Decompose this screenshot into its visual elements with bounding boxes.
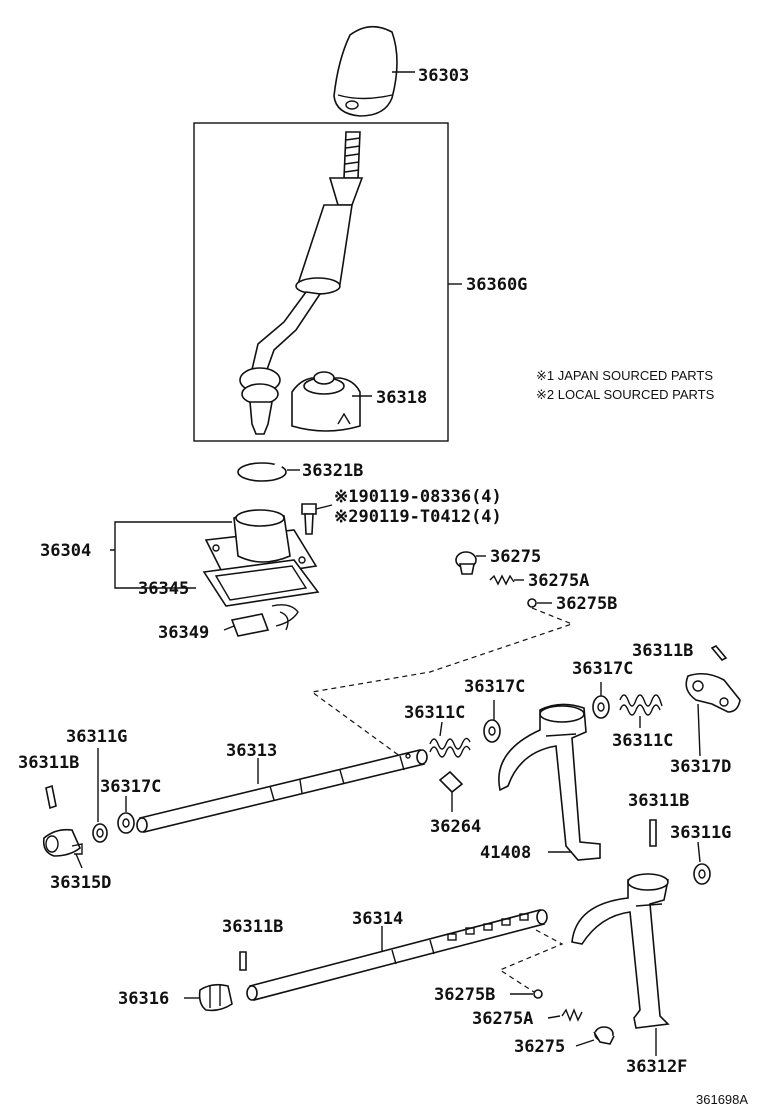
leader-36275-bottom (575, 1039, 595, 1047)
retainer-gasket[interactable] (202, 559, 320, 607)
detent-spring-bottom[interactable] (561, 1008, 583, 1022)
leader-36311C-mid (439, 721, 443, 737)
shift-shaft-36313[interactable] (136, 749, 428, 833)
slotted-pin-right[interactable] (649, 819, 657, 847)
guide-dashed-bottom (498, 929, 564, 993)
compression-spring-mid[interactable] (429, 737, 471, 758)
label-36275A-top: 36275A (528, 571, 589, 591)
detent-plug-top[interactable] (455, 551, 477, 575)
label-36345: 36345 (138, 579, 189, 599)
detent-plug-bottom[interactable] (593, 1026, 615, 1045)
label-bolt-japan: ※190119-08336(4) (334, 487, 502, 507)
snap-ring-left[interactable] (92, 823, 108, 843)
label-41408: 41408 (480, 843, 531, 863)
label-36275B-bottom: 36275B (434, 985, 495, 1005)
leader-36315D (75, 853, 83, 869)
shift-head-36316[interactable] (198, 983, 233, 1012)
label-36349: 36349 (158, 623, 209, 643)
note-local-sourced: ※2 LOCAL SOURCED PARTS (536, 387, 715, 402)
detent-spring-top[interactable] (489, 574, 515, 586)
shift-shaft-36314[interactable] (246, 909, 548, 1001)
label-36275B-top: 36275B (556, 594, 617, 614)
lever-assembly-box (193, 122, 449, 442)
shift-inner-lever[interactable] (685, 672, 741, 713)
shift-fork-41408[interactable] (498, 703, 601, 861)
figure-code: 361698A (696, 1092, 748, 1107)
label-36304: 36304 (40, 541, 91, 561)
label-36311B-right: 36311B (628, 791, 689, 811)
guide-dashed-top (310, 607, 574, 763)
slotted-pin-top-right[interactable] (710, 645, 728, 661)
shift-lever-boot[interactable] (291, 371, 361, 432)
label-36316: 36316 (118, 989, 169, 1009)
label-36321B: 36321B (302, 461, 363, 481)
label-36311B-top-right: 36311B (632, 641, 693, 661)
label-36275A-bottom: 36275A (472, 1009, 533, 1029)
leader-bolt (315, 504, 333, 510)
label-36264: 36264 (430, 817, 481, 837)
leader-36311G-right (697, 841, 701, 863)
label-bolt-local: ※290119-T0412(4) (334, 507, 502, 527)
label-36317C-mid: 36317C (464, 677, 525, 697)
label-36313: 36313 (226, 741, 277, 761)
label-36275-top: 36275 (490, 547, 541, 567)
label-36311C-mid: 36311C (404, 703, 465, 723)
label-36314: 36314 (352, 909, 403, 929)
compression-spring-right[interactable] (619, 694, 663, 716)
snap-ring[interactable] (237, 462, 287, 482)
label-36311C-right: 36311C (612, 731, 673, 751)
shift-knob[interactable] (333, 25, 398, 117)
label-36315D: 36315D (50, 873, 111, 893)
label-36311B-left: 36311B (18, 753, 79, 773)
detent-ball-top[interactable] (527, 598, 537, 608)
label-36311B-lower: 36311B (222, 917, 283, 937)
interlock-pin[interactable] (438, 770, 464, 794)
note-japan-sourced: ※1 JAPAN SOURCED PARTS (536, 368, 713, 383)
snap-ring-right[interactable] (693, 863, 711, 885)
label-36317D: 36317D (670, 757, 731, 777)
slotted-pin-left[interactable] (45, 784, 57, 810)
label-36275-bottom: 36275 (514, 1037, 565, 1057)
bolt[interactable] (301, 503, 317, 535)
washer-mid[interactable] (483, 719, 501, 743)
label-36318: 36318 (376, 388, 427, 408)
washer-left[interactable] (117, 812, 135, 834)
shift-fork-36312F[interactable] (571, 873, 670, 1029)
leader-36317D (697, 703, 701, 757)
label-36303: 36303 (418, 66, 469, 86)
detent-ball-bottom[interactable] (533, 989, 543, 999)
shift-head-36315D[interactable] (42, 828, 83, 857)
label-36311G-right: 36311G (670, 823, 731, 843)
retainer-spring[interactable] (230, 604, 299, 637)
shift-lever[interactable] (239, 131, 364, 435)
washer-right[interactable] (592, 695, 610, 719)
label-36317C-right: 36317C (572, 659, 633, 679)
bracket-36304-36345 (110, 521, 232, 589)
leader-36349 (223, 625, 235, 631)
leader-36275A-bottom (547, 1015, 561, 1019)
label-36311G-left: 36311G (66, 727, 127, 747)
label-36317C-left: 36317C (100, 777, 161, 797)
label-36360G: 36360G (466, 275, 527, 295)
slotted-pin-lower[interactable] (239, 951, 247, 971)
label-36312F: 36312F (626, 1057, 687, 1077)
